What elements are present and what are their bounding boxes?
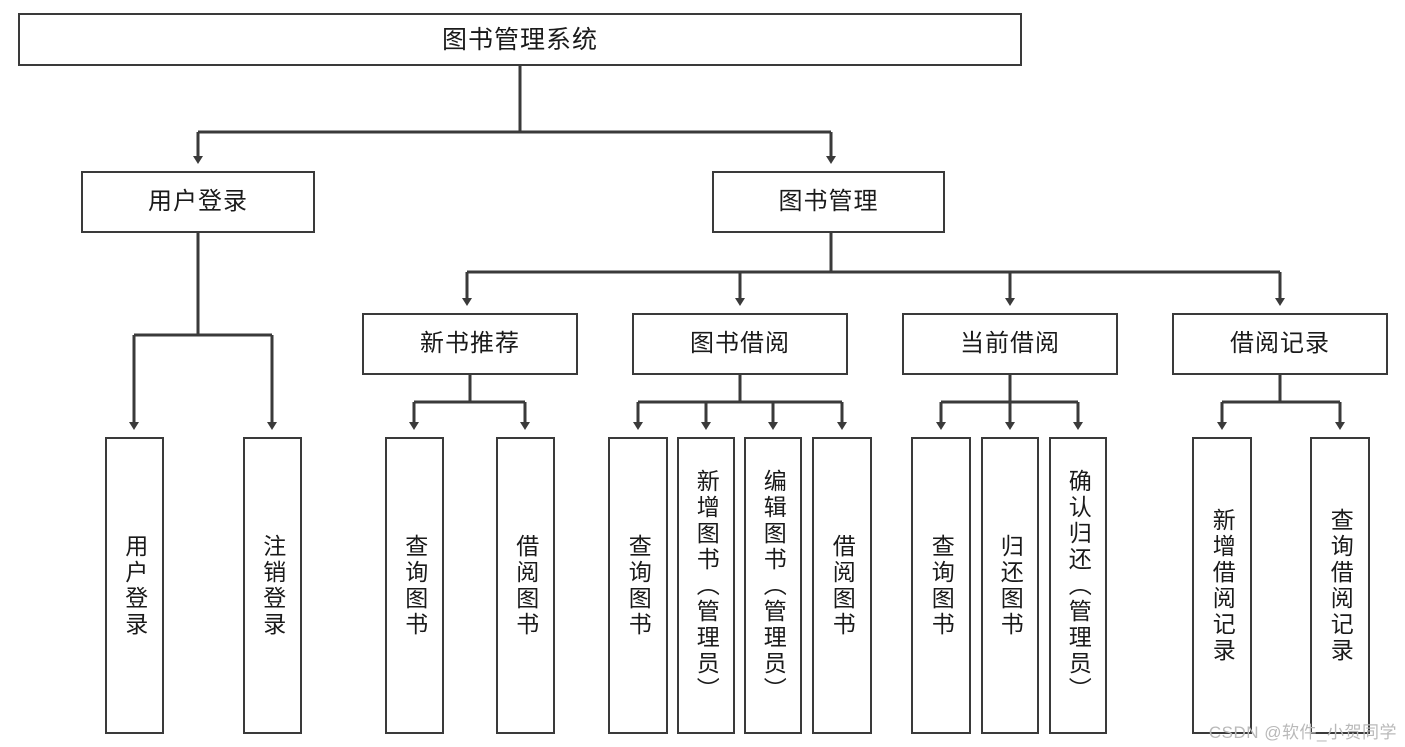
node-label: 借阅记录 bbox=[1230, 329, 1330, 357]
leaf-book-borrow-edit-admin[interactable]: 编辑图书（管理员） bbox=[744, 437, 802, 734]
node-new-book-recommendation[interactable]: 新书推荐 bbox=[362, 313, 578, 375]
node-user-login[interactable]: 用户登录 bbox=[81, 171, 315, 233]
node-label: 查询图书 bbox=[625, 533, 652, 638]
node-label: 确认归还（管理员） bbox=[1065, 468, 1092, 703]
leaf-record-query[interactable]: 查询借阅记录 bbox=[1310, 437, 1370, 734]
leaf-book-borrow-add-admin[interactable]: 新增图书（管理员） bbox=[677, 437, 735, 734]
leaf-user-login-signout[interactable]: 注销登录 bbox=[243, 437, 302, 734]
node-label: 借阅图书 bbox=[512, 533, 539, 638]
node-label: 编辑图书（管理员） bbox=[760, 468, 787, 703]
leaf-current-borrow-query[interactable]: 查询图书 bbox=[911, 437, 971, 734]
leaf-current-borrow-return[interactable]: 归还图书 bbox=[981, 437, 1039, 734]
node-label: 查询借阅记录 bbox=[1327, 507, 1354, 664]
leaf-new-book-borrow[interactable]: 借阅图书 bbox=[496, 437, 555, 734]
node-label: 图书管理 bbox=[778, 187, 879, 215]
node-label: 当前借阅 bbox=[960, 329, 1060, 357]
node-label: 图书管理系统 bbox=[441, 25, 598, 54]
csdn-watermark: CSDN @软件_小贺同学 bbox=[1208, 723, 1397, 742]
node-book-borrowing[interactable]: 图书借阅 bbox=[632, 313, 848, 375]
node-label: 用户登录 bbox=[148, 187, 248, 215]
node-borrowing-record[interactable]: 借阅记录 bbox=[1172, 313, 1388, 375]
node-book-management[interactable]: 图书管理 bbox=[712, 171, 945, 233]
node-label: 新增图书（管理员） bbox=[693, 468, 720, 703]
leaf-book-borrow-query[interactable]: 查询图书 bbox=[608, 437, 668, 734]
leaf-book-borrow-borrow[interactable]: 借阅图书 bbox=[812, 437, 872, 734]
node-root-book-management-system[interactable]: 图书管理系统 bbox=[18, 13, 1022, 66]
node-label: 新增借阅记录 bbox=[1209, 507, 1236, 664]
node-current-borrowing[interactable]: 当前借阅 bbox=[902, 313, 1118, 375]
node-label: 查询图书 bbox=[928, 533, 955, 638]
leaf-user-login-signin[interactable]: 用户登录 bbox=[105, 437, 164, 734]
node-label: 借阅图书 bbox=[829, 533, 856, 638]
leaf-current-borrow-confirm-admin[interactable]: 确认归还（管理员） bbox=[1049, 437, 1107, 734]
node-label: 用户登录 bbox=[121, 533, 148, 638]
leaf-new-book-query[interactable]: 查询图书 bbox=[385, 437, 444, 734]
node-label: 查询图书 bbox=[401, 533, 428, 638]
node-label: 图书借阅 bbox=[690, 329, 790, 357]
node-label: 新书推荐 bbox=[420, 329, 520, 357]
node-label: 注销登录 bbox=[259, 533, 286, 638]
leaf-record-add[interactable]: 新增借阅记录 bbox=[1192, 437, 1252, 734]
node-label: 归还图书 bbox=[997, 533, 1024, 638]
